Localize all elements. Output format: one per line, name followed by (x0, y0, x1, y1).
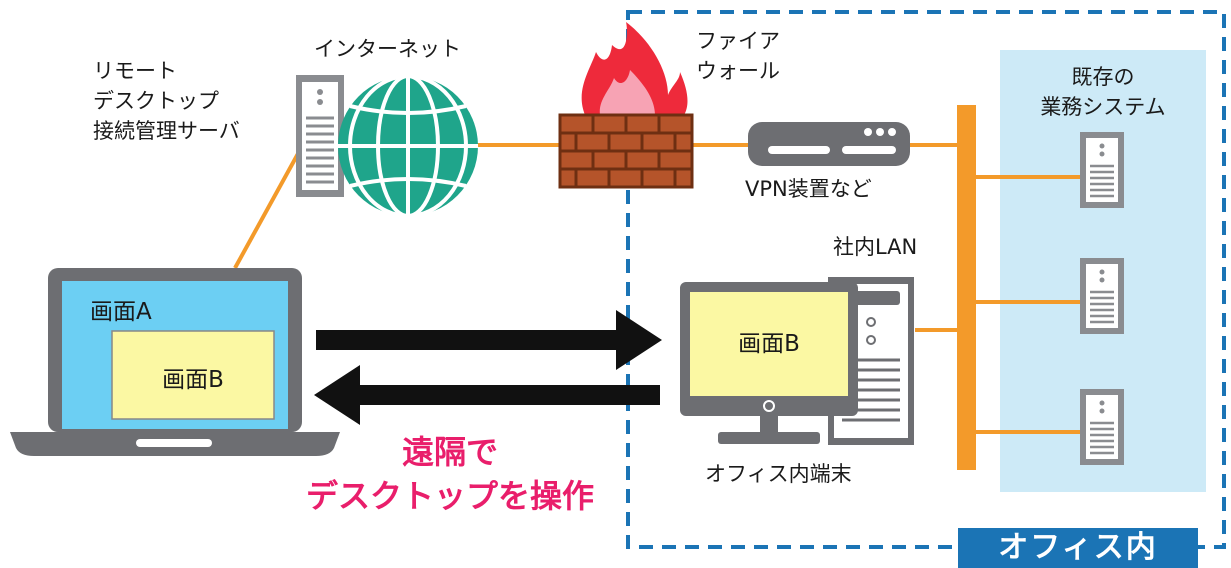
network-links (233, 143, 1083, 434)
desktop-pc-icon (680, 277, 914, 445)
server-icon (1080, 258, 1124, 334)
screen-a-label: 画面A (90, 299, 152, 325)
link-laptop-server (233, 149, 302, 269)
office-area-label: オフィス内 (958, 528, 1198, 568)
server-icon (1080, 389, 1124, 465)
remote-operation-label: 遠隔で デスクトップを操作 (305, 433, 594, 515)
server-icon (1080, 132, 1124, 208)
screen-b-laptop-label: 画面B (162, 367, 224, 393)
vpn-device-icon (748, 122, 910, 166)
firewall-label: ファイア ウォール (696, 29, 780, 83)
screen-b-desktop-label: 画面B (738, 331, 800, 357)
business-system-label: 既存の 業務システム (1040, 65, 1166, 119)
office-terminal-label: オフィス内端末 (705, 462, 852, 486)
lan-label: 社内LAN (833, 235, 918, 259)
internet-label: インターネット (314, 37, 461, 61)
firewall-icon (558, 22, 694, 189)
server-icon (296, 75, 344, 197)
vpn-label: VPN装置など (745, 177, 872, 201)
remote-server-label: リモート デスクトップ 接続管理サーバ (93, 59, 240, 143)
laptop-icon (10, 268, 340, 456)
arrow-left-icon (314, 365, 660, 425)
globe-icon (338, 74, 478, 218)
arrow-right-icon (316, 310, 662, 370)
office-boundary (626, 10, 1226, 549)
lan-bus (957, 105, 976, 470)
